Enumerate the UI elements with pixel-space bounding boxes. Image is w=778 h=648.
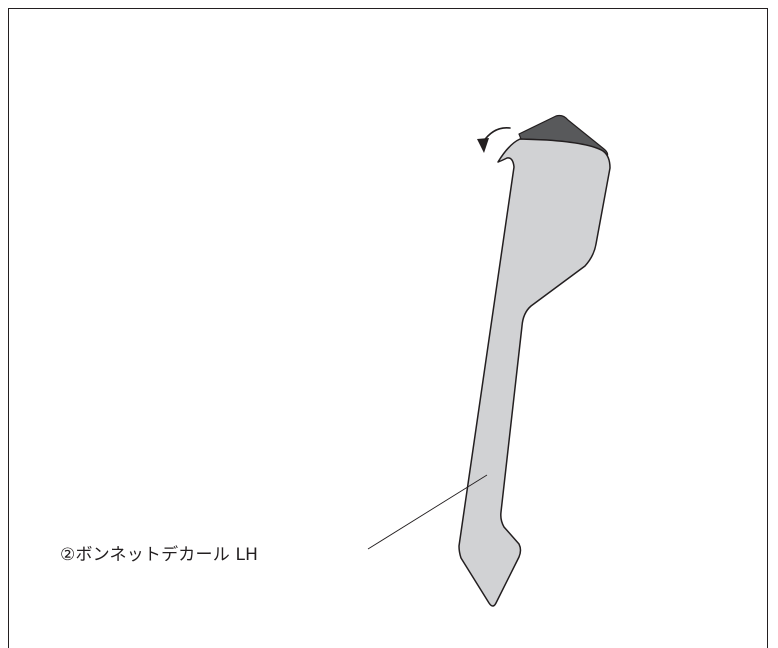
bonnet-decal-illustration xyxy=(367,114,611,607)
bonnet-decal-lh xyxy=(458,138,611,607)
leader-line xyxy=(367,474,488,550)
curved-arrow-icon xyxy=(477,126,511,153)
part-label-bonnet-decal-lh: ②ボンネットデカール LH xyxy=(60,545,259,565)
figure-frame xyxy=(8,8,768,648)
